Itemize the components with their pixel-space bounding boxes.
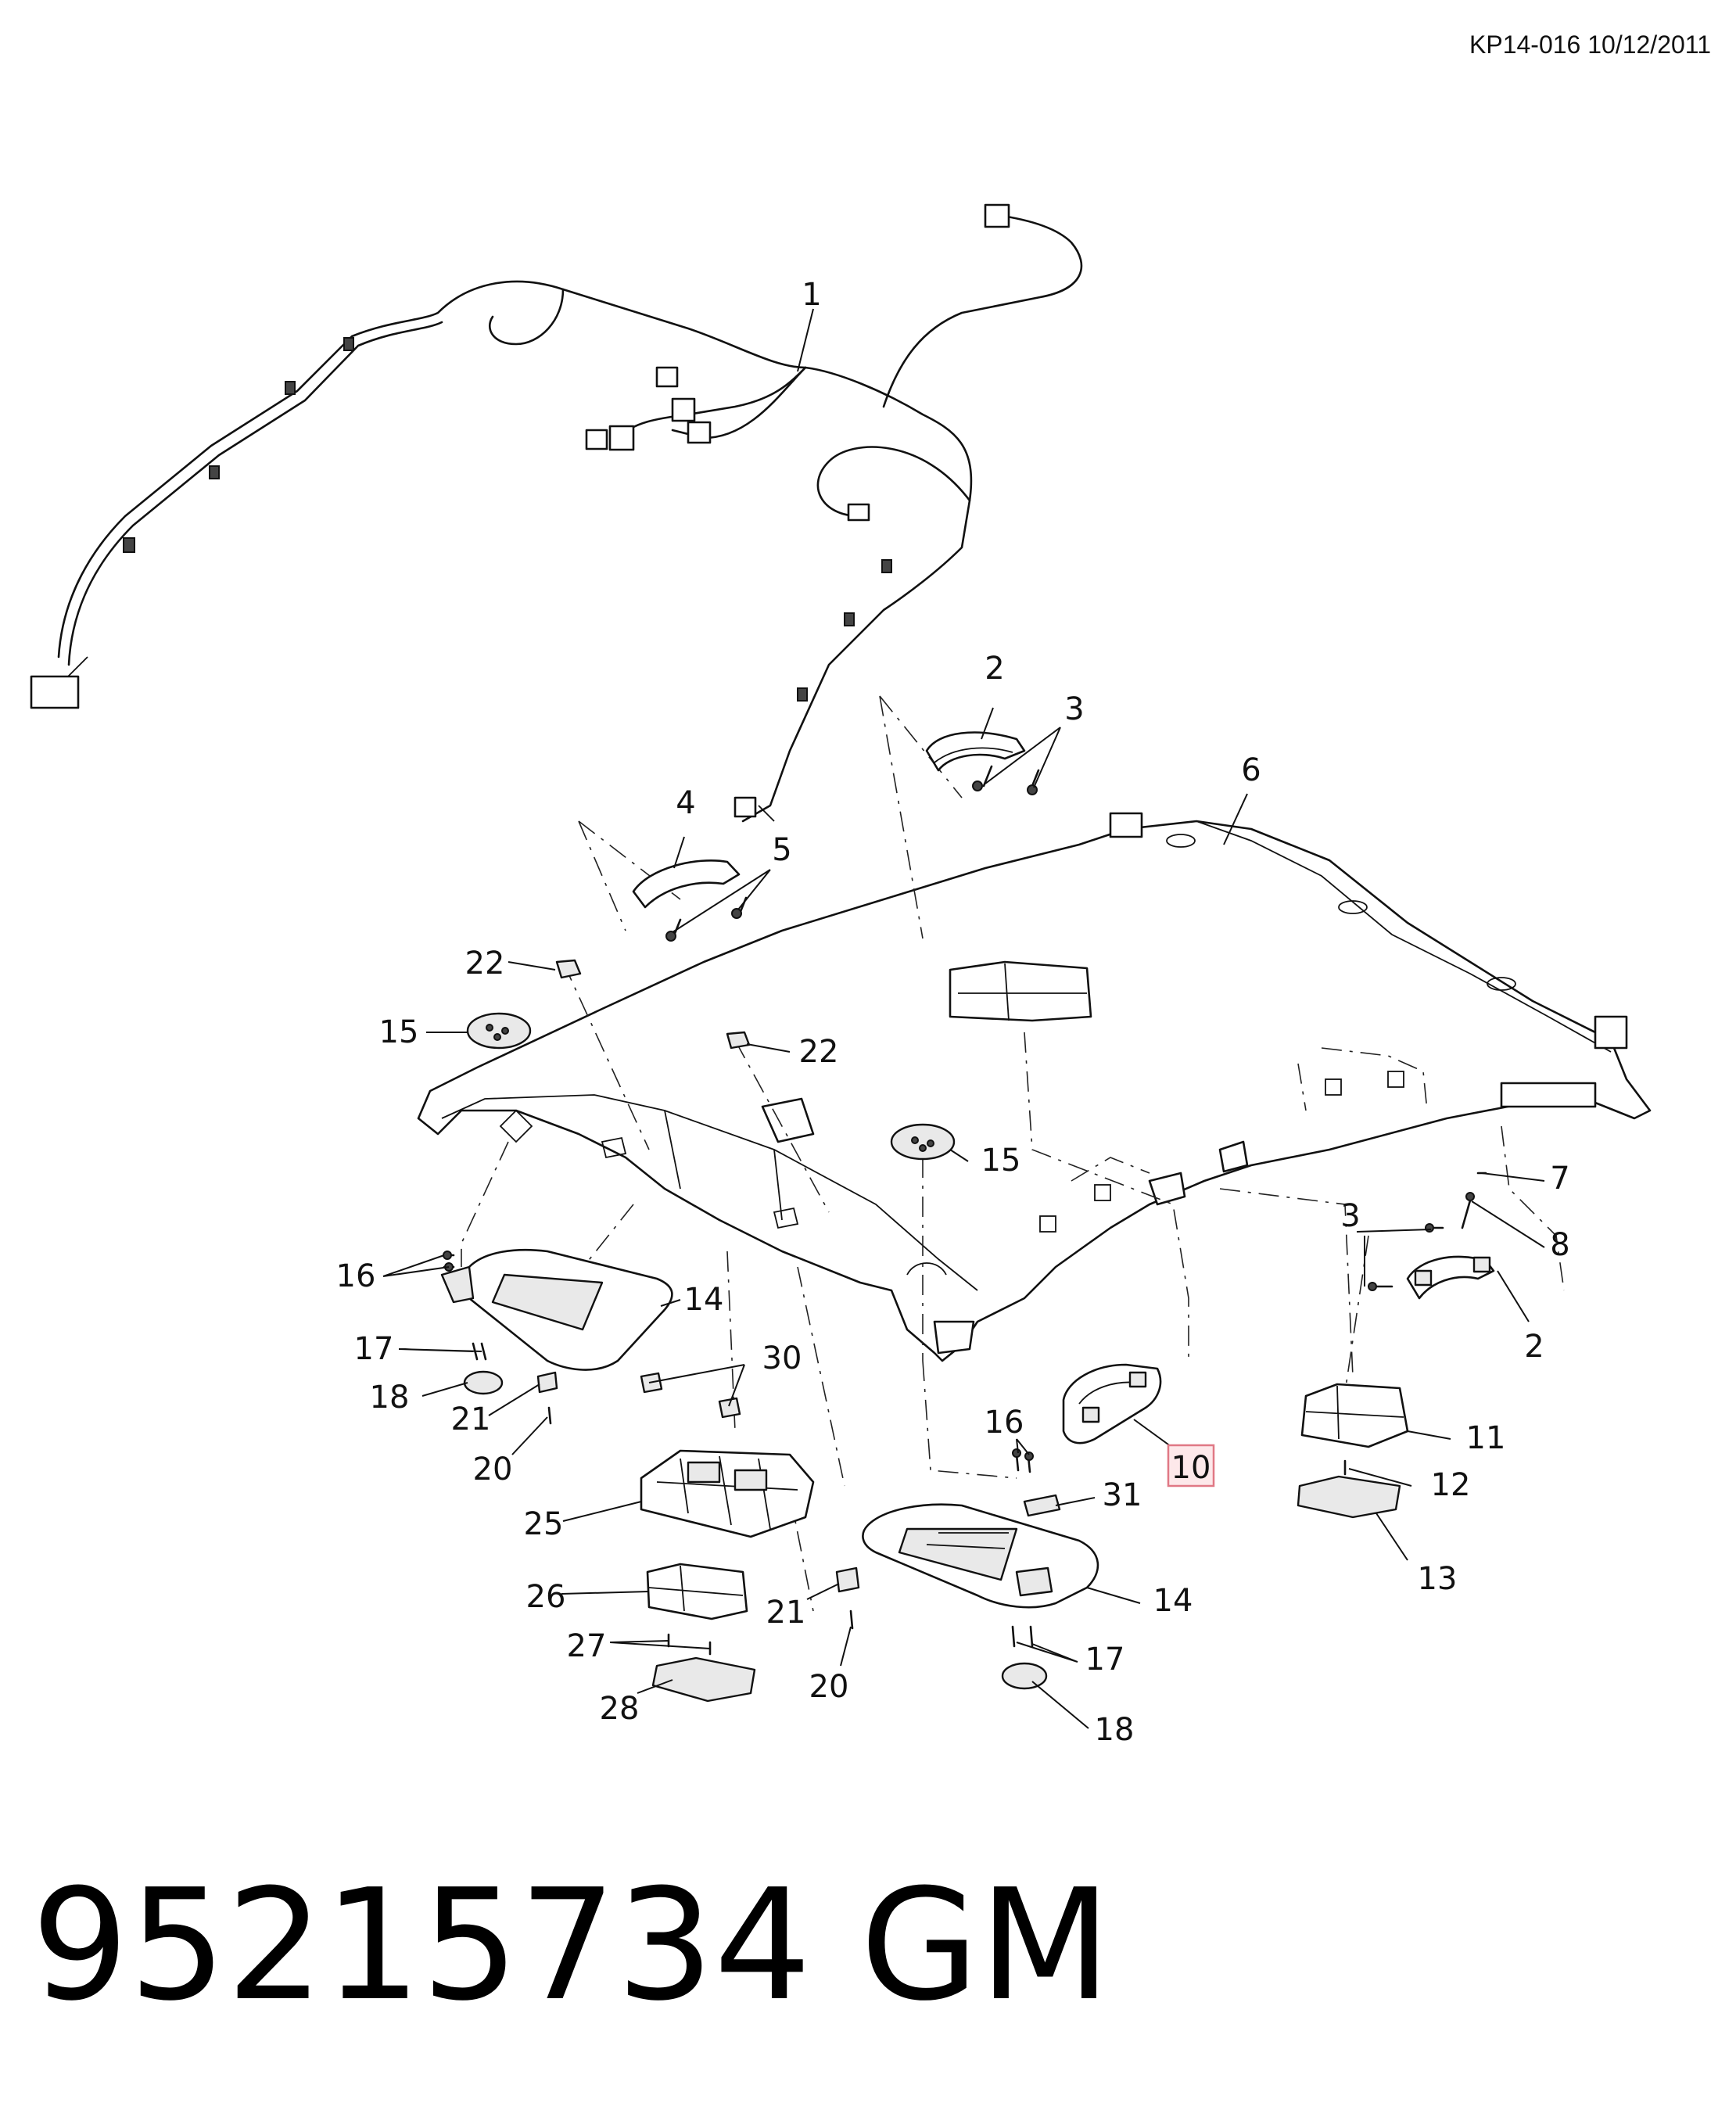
lamp-lens-28 <box>651 1656 756 1703</box>
cover-18-left <box>463 1370 504 1395</box>
clip-22-right <box>726 1031 751 1050</box>
sunvisor-left <box>440 1248 673 1371</box>
callout-20-right: 20 <box>809 1669 849 1705</box>
clip-22-left <box>555 959 582 979</box>
callout-10-highlight <box>1167 1444 1215 1487</box>
callout-3-lower: 3 <box>1340 1198 1360 1234</box>
screw-3-upper-a <box>982 765 993 788</box>
callout-4: 4 <box>676 785 695 821</box>
callout-18-left: 18 <box>370 1380 410 1416</box>
callout-17-right: 17 <box>1085 1642 1125 1678</box>
lamp-lens-13 <box>1297 1475 1401 1519</box>
pad-31 <box>1023 1494 1061 1517</box>
assembly-lines <box>461 695 1565 1612</box>
cover-18-right <box>1001 1662 1048 1690</box>
callout-22-right: 22 <box>799 1034 839 1070</box>
assist-handle-upper <box>925 731 1026 772</box>
callout-13: 13 <box>1418 1561 1458 1597</box>
callout-21-right: 21 <box>766 1595 806 1631</box>
callout-26: 26 <box>526 1579 566 1615</box>
callout-25: 25 <box>524 1506 564 1542</box>
callout-17-left: 17 <box>354 1331 394 1367</box>
callout-15-center: 15 <box>981 1143 1021 1179</box>
clip-21-left <box>536 1371 558 1394</box>
headliner-panel <box>417 812 1652 1362</box>
roof-wiring-harness <box>30 203 1083 823</box>
callout-30: 30 <box>762 1340 802 1376</box>
dome-lamp-26 <box>646 1563 748 1620</box>
callout-2-upper: 2 <box>985 651 1004 687</box>
console-frame-25 <box>640 1449 815 1538</box>
sunvisor-right <box>862 1503 1099 1609</box>
callout-20-left: 20 <box>473 1452 513 1487</box>
callout-16-left: 16 <box>336 1258 376 1294</box>
dome-lamp-11 <box>1300 1383 1409 1448</box>
clip-30-b <box>718 1397 741 1419</box>
document-reference: KP14-016 10/12/2011 <box>1469 31 1711 59</box>
callout-14-left: 14 <box>684 1282 724 1318</box>
callout-labels: 1 2 3 4 5 6 7 8 3 2 11 12 13 10 31 16 14… <box>336 277 1570 1748</box>
callout-21-left: 21 <box>451 1401 491 1437</box>
leader-lines <box>382 308 1545 1729</box>
assist-handle-left <box>632 859 741 909</box>
clip-21-right <box>835 1566 860 1593</box>
callout-6: 6 <box>1241 752 1261 788</box>
callout-14-right: 14 <box>1153 1583 1193 1619</box>
grommet-15-center <box>890 1123 956 1161</box>
callout-2-lower: 2 <box>1524 1329 1544 1365</box>
fastener-8 <box>1461 1199 1472 1229</box>
callout-5: 5 <box>772 832 791 868</box>
callout-28: 28 <box>600 1691 640 1727</box>
callout-1: 1 <box>802 277 821 313</box>
callout-22-left: 22 <box>465 946 505 981</box>
callout-31: 31 <box>1103 1477 1142 1513</box>
callout-27: 27 <box>567 1628 607 1664</box>
bezel-10 <box>1062 1363 1162 1444</box>
callout-10: 10 <box>1171 1450 1211 1486</box>
callout-8: 8 <box>1550 1227 1569 1263</box>
callout-16-right: 16 <box>985 1405 1024 1441</box>
part-number: 95215734 <box>31 1857 812 2035</box>
callout-7: 7 <box>1550 1161 1569 1197</box>
callout-3-upper: 3 <box>1064 691 1084 727</box>
grommet-15-left <box>466 1012 532 1050</box>
callout-18-right: 18 <box>1095 1712 1135 1748</box>
brand-name: GM <box>860 1857 1111 2035</box>
callout-12: 12 <box>1431 1467 1471 1503</box>
assist-handle-lower <box>1406 1255 1495 1300</box>
callout-15-left: 15 <box>379 1014 419 1050</box>
callout-11: 11 <box>1466 1420 1506 1456</box>
